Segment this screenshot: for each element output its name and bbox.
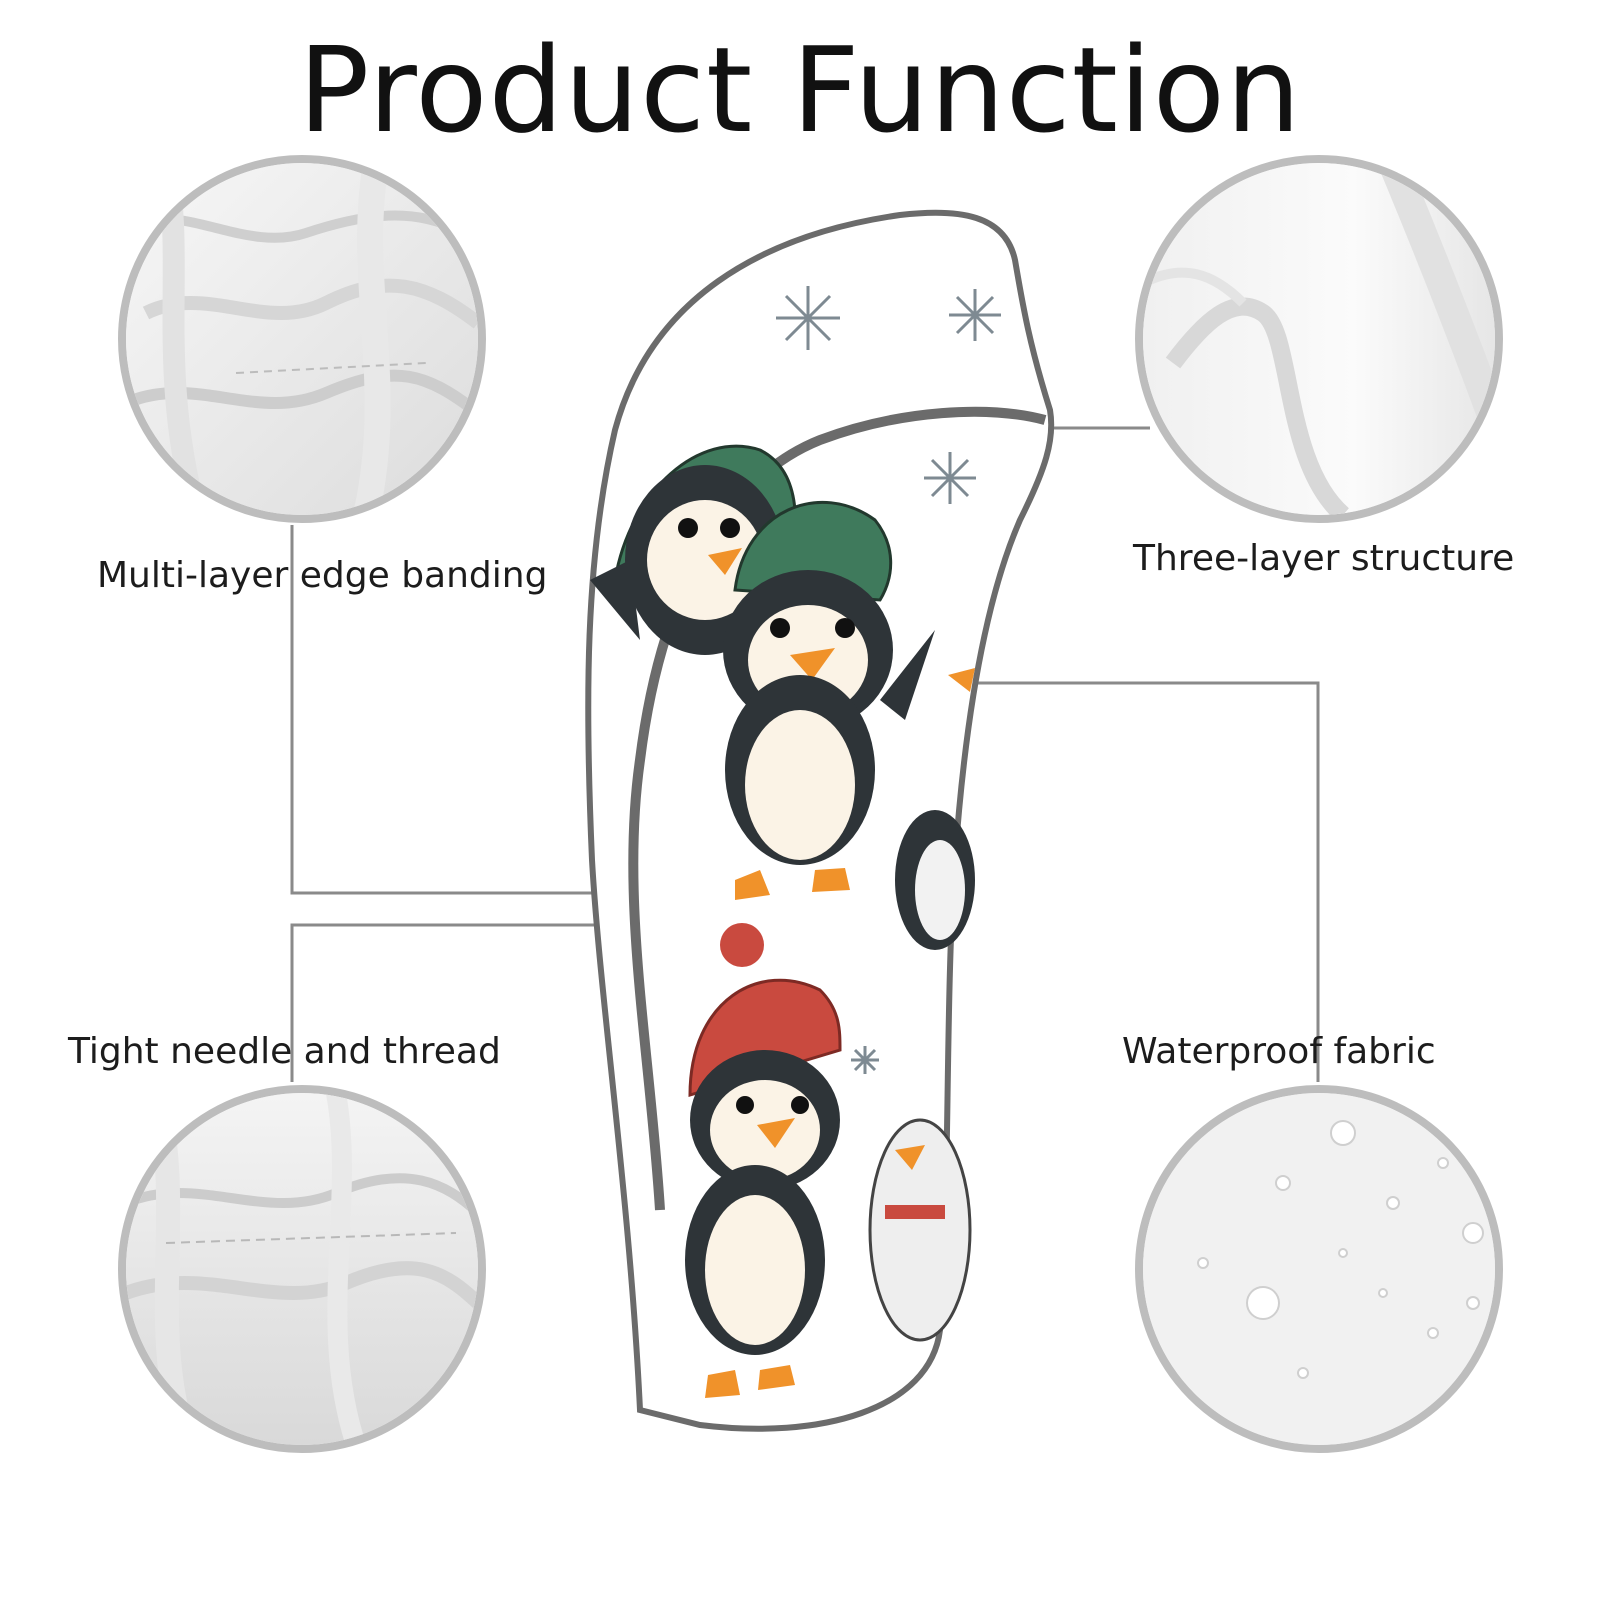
needle-thread-label: Tight needle and thread [68, 1031, 501, 1072]
waterproof-detail-image [1135, 1085, 1503, 1453]
penguin-partial-right [868, 668, 975, 1342]
leader-needle-thread [290, 923, 612, 1082]
penguin-red-hat [685, 923, 842, 1398]
three-layer-detail-image [1135, 155, 1503, 523]
penguin-green-hat-front [723, 500, 935, 900]
three-layer-label: Three-layer structure [1133, 538, 1515, 579]
edge-banding-detail-image [118, 155, 486, 523]
snowflake-icon [776, 286, 1001, 1074]
waterproof-label: Waterproof fabric [1122, 1031, 1436, 1072]
leader-waterproof [925, 681, 1320, 1082]
edge-banding-label: Multi-layer edge banding [97, 555, 548, 596]
needle-thread-detail-image [118, 1085, 486, 1453]
page-title: Product Function [298, 21, 1302, 159]
leader-edge-banding [290, 525, 605, 895]
